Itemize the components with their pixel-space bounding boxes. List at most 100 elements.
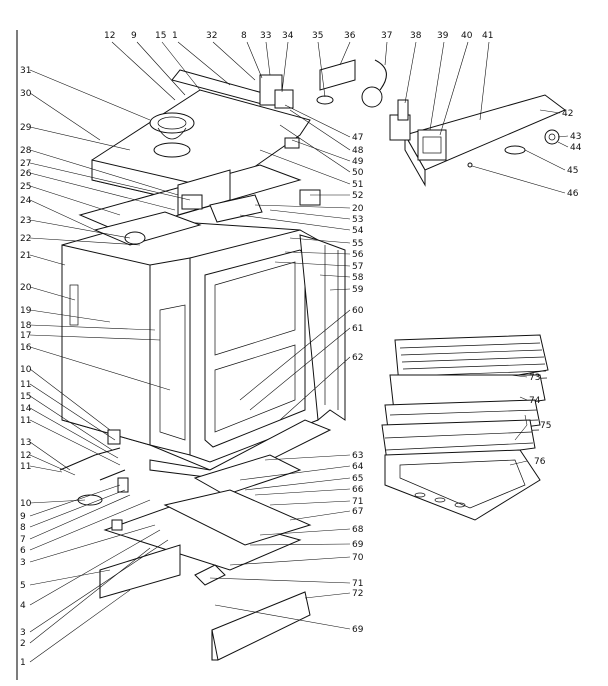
callout-label: 10: [20, 499, 32, 509]
callout-label: 43: [570, 132, 581, 142]
callout-label: 71: [352, 497, 363, 507]
callout-label: 3: [20, 628, 26, 638]
callout-label: 55: [352, 239, 363, 249]
oven-cabinet-body: [61, 211, 346, 471]
top-components: [259, 59, 409, 206]
callout-label: 3: [20, 558, 26, 568]
callout-label: 26: [20, 169, 32, 179]
callout-label: 4: [20, 601, 26, 611]
callout-label: 11: [20, 380, 31, 390]
callout-label: 11: [20, 416, 31, 426]
callout-label: 24: [20, 196, 32, 206]
callout-label: 25: [20, 182, 31, 192]
callout-label: 33: [260, 31, 271, 41]
callout-label: 19: [20, 306, 32, 316]
callout-label: 64: [352, 462, 364, 472]
callout-label: 44: [570, 143, 582, 153]
callout-label: 22: [20, 234, 31, 244]
callout-label: 20: [352, 204, 364, 214]
callout-label: 62: [352, 353, 363, 363]
top-callout-labels: 12 9 15 1 32 8 33 34 35 36 37 38 39 40 41: [104, 31, 493, 41]
callout-label: 53: [352, 215, 363, 225]
callout-label: 16: [20, 343, 32, 353]
callout-label: 21: [20, 251, 31, 261]
callout-label: 51: [352, 180, 363, 190]
callout-label: 28: [20, 146, 32, 156]
callout-label: 73: [529, 373, 540, 383]
callout-label: 68: [352, 525, 364, 535]
oven-rack-set: [381, 334, 549, 521]
callout-label: 42: [562, 109, 573, 119]
kick-plate-right: [211, 591, 311, 661]
callout-label: 57: [352, 262, 363, 272]
left-callout-labels: 3130292827262524232221201918171610111514…: [20, 66, 32, 668]
callout-label: 65: [352, 474, 363, 484]
callout-label: 48: [352, 146, 364, 156]
callout-label: 40: [461, 31, 473, 41]
callout-label: 1: [20, 658, 26, 668]
callout-label: 12: [20, 451, 31, 461]
callout-label: 45: [567, 166, 578, 176]
callout-label: 27: [20, 159, 31, 169]
callout-label: 34: [282, 31, 294, 41]
rack-callout-labels: 73 74 75 76: [529, 373, 551, 467]
callout-label: 11: [20, 462, 31, 472]
right-callout-labels: 4243444546474849505152205354555657585960…: [352, 109, 582, 635]
callout-label: 7: [20, 535, 26, 545]
callout-label: 30: [20, 89, 32, 99]
callout-label: 2: [20, 639, 26, 649]
callout-label: 23: [20, 216, 31, 226]
base-assembly: [103, 419, 332, 586]
callout-label: 60: [352, 306, 364, 316]
callout-label: 12: [104, 31, 115, 41]
callout-label: 15: [20, 392, 31, 402]
callout-label: 29: [20, 123, 32, 133]
callout-label: 69: [352, 540, 364, 550]
callout-label: 63: [352, 451, 363, 461]
callout-label: 46: [567, 189, 579, 199]
callout-label: 54: [352, 226, 364, 236]
callout-label: 20: [20, 283, 32, 293]
callout-label: 14: [20, 404, 32, 414]
callout-label: 31: [20, 66, 31, 76]
callout-label: 59: [352, 285, 364, 295]
callout-label: 35: [312, 31, 323, 41]
callout-label: 8: [241, 31, 247, 41]
callout-label: 47: [352, 133, 363, 143]
callout-label: 49: [352, 157, 364, 167]
callout-label: 52: [352, 191, 363, 201]
callout-label: 17: [20, 331, 31, 341]
callout-label: 38: [410, 31, 422, 41]
control-panel: [389, 94, 566, 187]
callout-label: 58: [352, 273, 364, 283]
callout-label: 32: [206, 31, 217, 41]
callout-label: 9: [20, 512, 26, 522]
gas-valve-parts: [59, 429, 129, 531]
callout-label: 1: [172, 31, 178, 41]
callout-label: 74: [529, 396, 541, 406]
kick-plate-left: [99, 544, 181, 599]
callout-label: 9: [131, 31, 137, 41]
callout-label: 18: [20, 321, 32, 331]
leader-lines: [29, 41, 569, 663]
callout-label: 41: [482, 31, 493, 41]
callout-label: 70: [352, 553, 364, 563]
callout-label: 56: [352, 250, 364, 260]
callout-label: 36: [344, 31, 356, 41]
callout-label: 37: [381, 31, 392, 41]
callout-label: 15: [155, 31, 166, 41]
range-top-panel: [91, 69, 311, 206]
callout-label: 39: [437, 31, 449, 41]
callout-label: 72: [352, 589, 363, 599]
callout-label: 61: [352, 324, 363, 334]
callout-label: 75: [540, 421, 551, 431]
callout-label: 6: [20, 546, 26, 556]
callout-label: 76: [534, 457, 546, 467]
callout-label: 8: [20, 523, 26, 533]
callout-label: 71: [352, 579, 363, 589]
callout-label: 69: [352, 625, 364, 635]
callout-label: 66: [352, 485, 364, 495]
callout-label: 67: [352, 507, 363, 517]
callout-label: 10: [20, 365, 32, 375]
